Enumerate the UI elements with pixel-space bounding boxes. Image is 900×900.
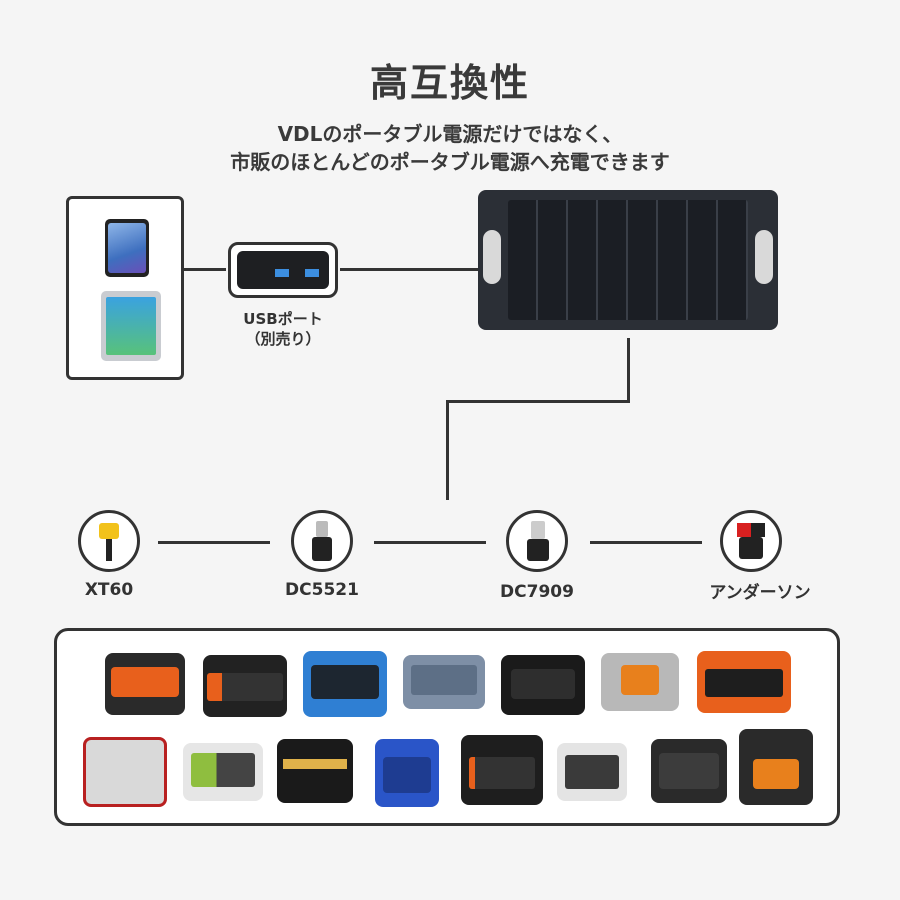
power-station-13-image [557,743,627,801]
power-station-10-image [277,739,353,803]
power-station-6-image [601,653,679,711]
panel-horizontal-line [446,400,630,403]
dc7909-connector-icon [506,510,568,572]
dc7909-label: DC7909 [500,582,574,602]
power-station-5-image [501,655,585,715]
panel-down-line [446,400,449,500]
connector-line-1 [158,541,270,544]
power-station-11-image [375,739,439,807]
device-usb-line [184,268,226,271]
usb-panel-line [340,268,482,271]
smartphone-icon [105,219,149,277]
power-station-15-image [739,729,813,805]
xt60-connector-icon [78,510,140,572]
dc5521-connector-icon [291,510,353,572]
solar-panel-image [478,190,778,330]
connector-line-3 [590,541,702,544]
power-station-1-image [105,653,185,715]
power-station-3-image [303,651,387,717]
connector-line-2 [374,541,486,544]
tablet-icon [101,291,161,361]
power-station-7-image [697,651,791,713]
anderson-connector-icon [720,510,782,572]
xt60-label: XT60 [84,580,134,600]
device-box [66,196,184,380]
subtitle-line-1: VDLのポータブル電源だけではなく、 [277,122,623,146]
power-station-8-image [83,737,167,807]
dc5521-label: DC5521 [285,580,359,600]
usb-port-device-icon [228,242,338,298]
power-station-4-image [403,655,485,709]
power-station-12-image [461,735,543,805]
power-station-14-image [651,739,727,803]
page-title: 高互換性 [369,61,530,105]
usb-port-label: USBポート [243,310,323,328]
power-station-9-image [183,743,263,801]
usb-port-note: （別売り） [245,330,321,348]
subtitle-line-2: 市販のほとんどのポータブル電源へ充電できます [230,150,670,174]
power-station-2-image [203,655,287,717]
anderson-label: アンダーソン [709,583,811,603]
power-stations-box [54,628,840,826]
panel-drop-line [627,338,630,402]
